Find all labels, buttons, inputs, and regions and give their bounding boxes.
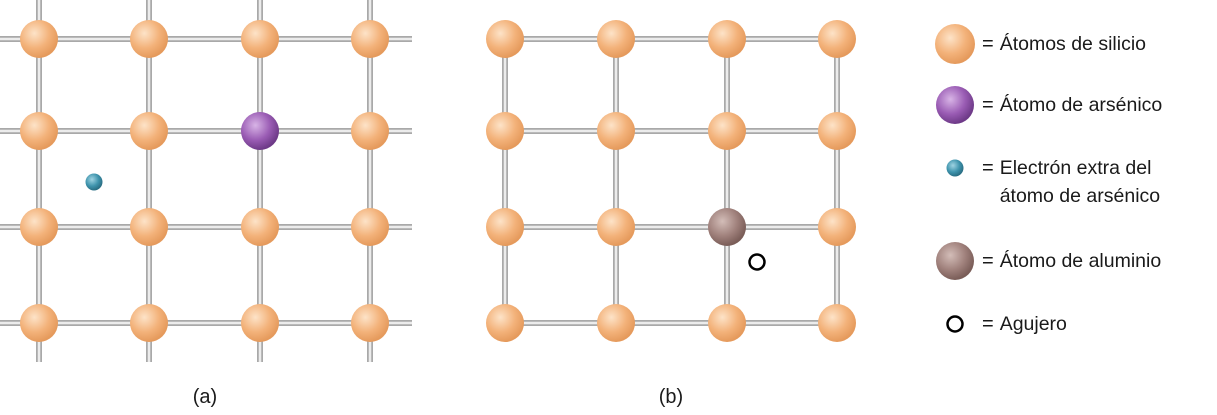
silicon-atom xyxy=(486,208,524,246)
silicon-atom xyxy=(20,112,58,150)
lattice-b xyxy=(486,20,856,342)
silicon-atom xyxy=(818,112,856,150)
arsenic-atom-icon xyxy=(936,86,974,124)
silicon-atom xyxy=(597,208,635,246)
silicon-atom xyxy=(818,304,856,342)
silicon-atom xyxy=(597,304,635,342)
silicon-atom xyxy=(351,112,389,150)
legend-equals: = xyxy=(982,249,994,272)
legend-equals: = xyxy=(982,157,994,179)
silicon-atom xyxy=(241,208,279,246)
hole xyxy=(748,253,766,271)
silicon-atom xyxy=(708,112,746,150)
legend-equals: = xyxy=(982,32,994,55)
silicon-atom xyxy=(351,20,389,58)
silicon-atom xyxy=(597,20,635,58)
silicon-atom xyxy=(20,304,58,342)
legend-label-aluminum: Átomo de aluminio xyxy=(999,250,1162,272)
aluminum-atom xyxy=(708,208,746,246)
legend-item-silicon: = Átomos de silicio xyxy=(930,30,1146,58)
extra-electron xyxy=(85,173,103,191)
legend-symbols xyxy=(935,24,975,333)
silicon-atom xyxy=(130,112,168,150)
silicon-atom xyxy=(486,112,524,150)
silicon-atom xyxy=(20,208,58,246)
silicon-atom xyxy=(597,112,635,150)
silicon-atom-icon xyxy=(935,24,975,64)
silicon-atom xyxy=(486,20,524,58)
silicon-atom xyxy=(130,208,168,246)
legend-equals: = xyxy=(982,93,994,116)
legend-item-hole: = Agujero xyxy=(930,310,1067,338)
legend-label-hole: Agujero xyxy=(999,313,1067,335)
silicon-atom xyxy=(708,304,746,342)
caption-b: (b) xyxy=(658,386,684,408)
legend-item-aluminum: = Átomo de aluminio xyxy=(930,247,1161,275)
legend-equals: = xyxy=(982,312,994,335)
silicon-atom xyxy=(818,20,856,58)
legend-label-silicon: Átomos de silicio xyxy=(999,33,1146,55)
silicon-atom xyxy=(130,304,168,342)
legend: = Átomos de silicio = Átomo de arsénico … xyxy=(930,0,1217,415)
silicon-atom xyxy=(20,20,58,58)
silicon-atom xyxy=(351,304,389,342)
silicon-atom xyxy=(241,20,279,58)
legend-item-electron: = Electrón extra del átomo de arsénico xyxy=(930,154,1205,210)
caption-a: (a) xyxy=(192,386,218,408)
legend-label-electron: Electrón extra del átomo de arsénico xyxy=(999,157,1161,207)
aluminum-atom-icon xyxy=(936,242,974,280)
legend-label-arsenic: Átomo de arsénico xyxy=(999,94,1163,116)
hole-icon xyxy=(946,315,964,333)
lattice-a xyxy=(0,0,412,362)
silicon-atom xyxy=(351,208,389,246)
silicon-atom xyxy=(486,304,524,342)
silicon-atom xyxy=(708,20,746,58)
silicon-atom xyxy=(130,20,168,58)
silicon-atom xyxy=(818,208,856,246)
silicon-atom xyxy=(241,304,279,342)
legend-item-arsenic: = Átomo de arsénico xyxy=(930,91,1162,119)
extra-electron-icon xyxy=(946,159,964,177)
arsenic-atom xyxy=(241,112,279,150)
